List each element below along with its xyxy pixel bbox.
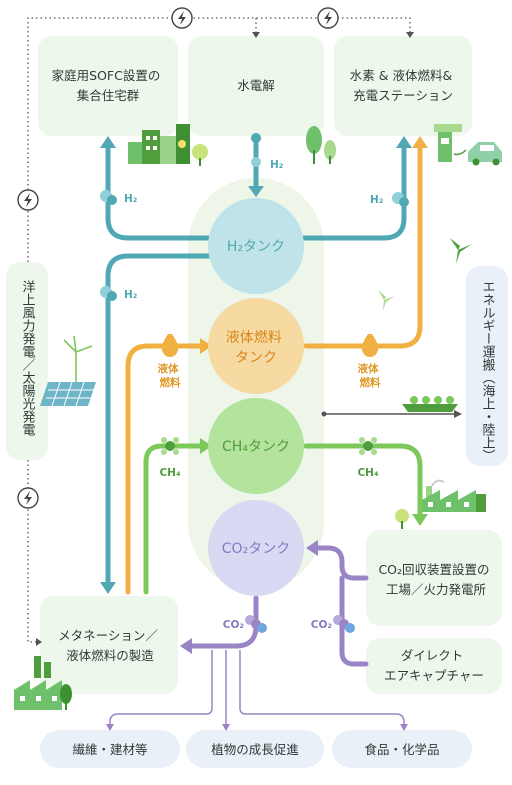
h2-flow-label: H₂ <box>270 159 284 171</box>
station-label: 水素 & 液体燃料& 充電ステーション <box>350 68 456 103</box>
fuel-drop-icon <box>361 334 379 357</box>
h2-flow-label: H₂ <box>124 289 138 301</box>
solar-panel-icon <box>40 381 96 407</box>
wind-turbine-icon <box>378 290 394 310</box>
co2-use-lines <box>109 650 405 728</box>
fiber-box <box>40 730 180 768</box>
station-box <box>334 36 472 136</box>
transport-label: エネルギー運搬（海上・陸上） <box>480 280 496 462</box>
ch4-flow-label: CH₄ <box>357 467 378 479</box>
sofc-housing-label: 家庭用SOFC設置の 集合住宅群 <box>52 68 165 103</box>
molecule-icon <box>100 286 117 301</box>
ch4-flows <box>143 443 423 595</box>
ch4-flow-label: CH₄ <box>159 467 180 479</box>
tree-icon <box>60 684 72 710</box>
h2-flow-label: H₂ <box>370 194 384 206</box>
co2-flow-label: CO₂ <box>311 619 333 631</box>
lightning-icon <box>171 7 193 29</box>
transport-arrow <box>321 410 462 418</box>
molecule-icon <box>251 133 261 167</box>
transport-box <box>466 266 508 466</box>
electrolysis-box <box>188 36 324 136</box>
molecule-icon <box>392 192 409 207</box>
factory-icon <box>422 479 486 512</box>
ch4-tank <box>208 398 304 494</box>
renewables-label: 洋上風力発電／太陽光発電 <box>20 280 36 436</box>
co2-use-arrowheads <box>106 724 408 731</box>
lightning-icon <box>17 487 39 509</box>
liquid-fuel-flow-label: 液体 燃料 <box>158 362 183 389</box>
liquid-fuel-flow-label: 液体 燃料 <box>358 362 383 389</box>
h2-tank-label: H₂タンク <box>227 239 285 255</box>
methanation-label: メタネーション／ 液体燃料の製造 <box>58 628 162 663</box>
liquid-fuel-arrowheads <box>200 136 428 354</box>
plants-label: 植物の成長促進 <box>211 742 299 757</box>
ch4-tank-label: CH₄タンク <box>222 439 290 455</box>
tree-icon <box>192 144 208 166</box>
co2-flow-label: CO₂ <box>223 619 245 631</box>
food-chem-label: 食品・化学品 <box>364 742 439 757</box>
co2-capture-box <box>366 530 502 626</box>
electrolysis-label: 水電解 <box>237 78 275 93</box>
ch4-arrowheads <box>200 438 428 526</box>
plants-box <box>186 730 324 768</box>
fiber-label: 繊維・建材等 <box>72 742 147 757</box>
direct-air-label: ダイレクト エアキャプチャー <box>384 648 484 683</box>
wind-turbine-icon <box>63 335 93 382</box>
h2-tank <box>208 198 304 294</box>
wind-turbine-icon <box>450 238 472 264</box>
co2-tank <box>208 500 304 596</box>
fuel-drop-icon <box>161 334 179 357</box>
co2-capture-label: CO₂回収装置設置の 工場／火力発電所 <box>378 562 493 597</box>
liquid-fuel-tank-label: 液体燃料 タンク <box>226 329 286 366</box>
lightning-icon <box>317 7 339 29</box>
tree-icon <box>395 509 409 529</box>
direct-air-box <box>366 638 502 694</box>
molecule-icon <box>359 437 377 455</box>
ev-car-icon <box>434 124 502 166</box>
tree-icon <box>306 126 336 164</box>
h2-flow-label: H₂ <box>124 193 138 205</box>
factory-icon <box>14 656 62 710</box>
food-chem-box <box>332 730 472 768</box>
power-arrowheads <box>36 32 414 646</box>
ship-icon <box>402 396 458 412</box>
liquid-fuel-tank <box>208 298 304 394</box>
lightning-icon <box>17 189 39 211</box>
liquid-fuel-flows <box>125 141 423 595</box>
co2-tank-label: CO₂タンク <box>222 541 290 557</box>
co2-arrowheads <box>180 540 318 654</box>
molecule-icon <box>245 615 267 633</box>
sofc-housing-box <box>38 36 178 136</box>
methanation-box <box>40 596 178 694</box>
molecule-icon <box>161 437 179 455</box>
h2-arrowheads <box>100 136 412 594</box>
building-icon <box>128 124 190 164</box>
molecule-icon <box>333 615 355 633</box>
molecule-icon <box>100 190 117 205</box>
renewables-box <box>6 262 48 460</box>
